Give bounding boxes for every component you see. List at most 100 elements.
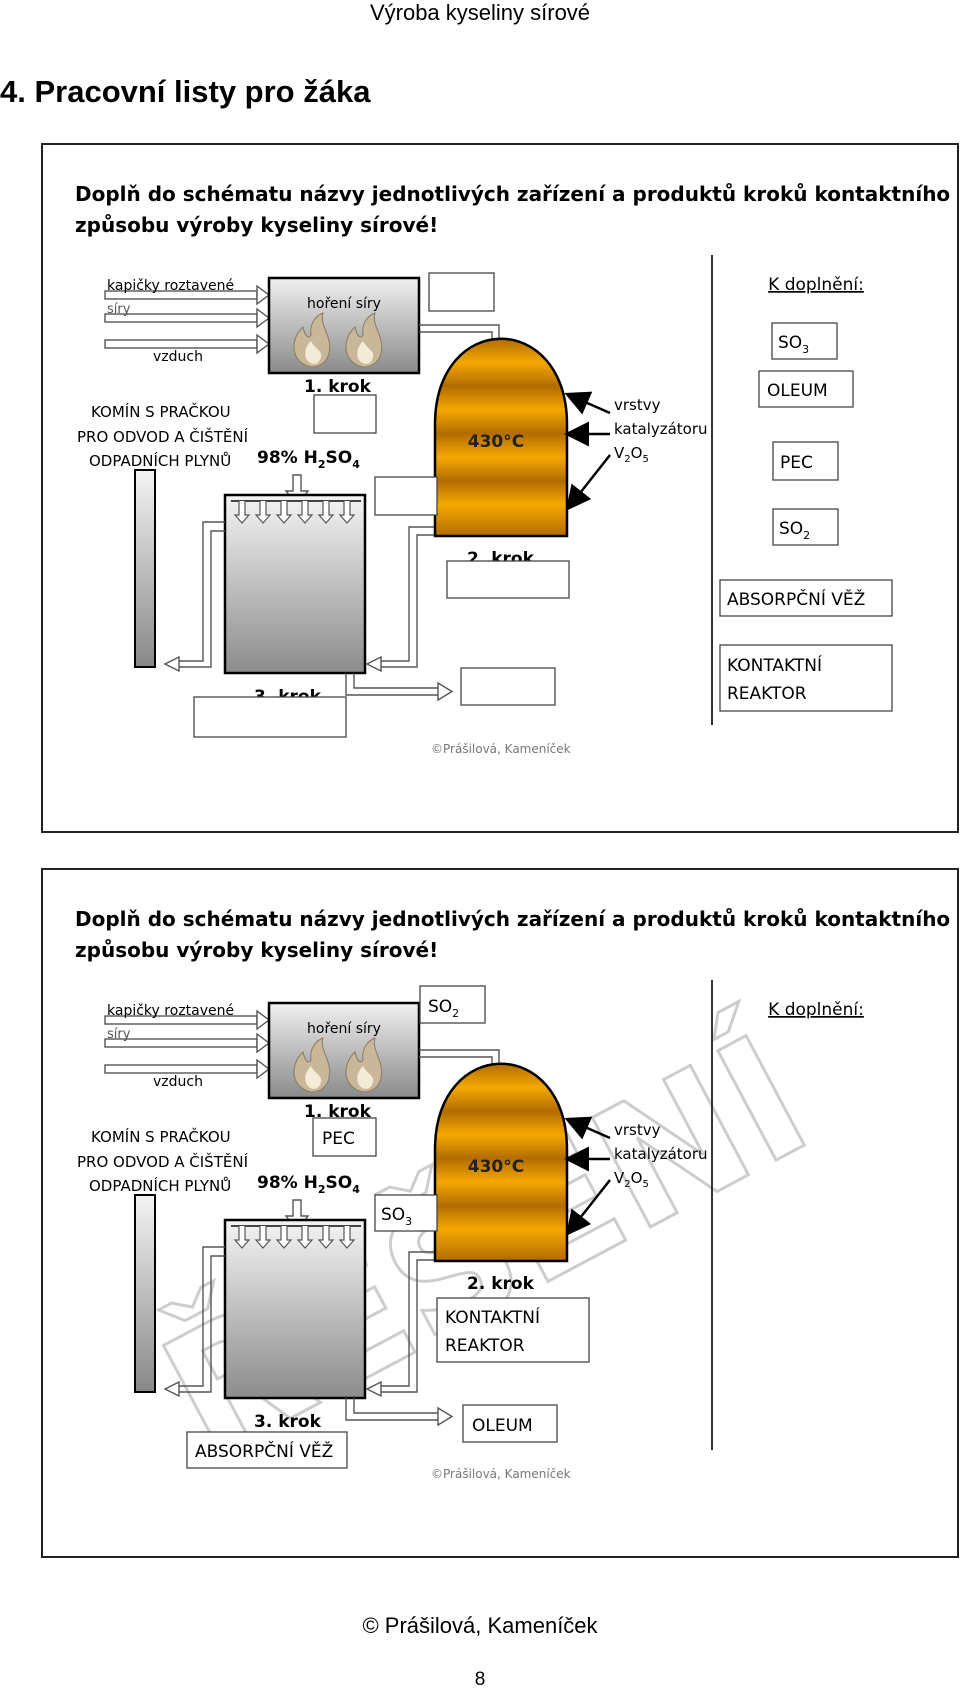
spray-nozzle <box>233 501 251 524</box>
footer-copyright: © Prášilová, Kameníček <box>362 1613 598 1638</box>
spray-nozzle <box>338 1226 356 1249</box>
section-title: 4. Pracovní listy pro žáka <box>0 74 371 109</box>
option-so3 <box>771 322 838 360</box>
worksheet-panel: Doplň do schématu názvy jednotlivých zař… <box>41 143 959 833</box>
instruction-line-1: Doplň do schématu názvy jednotlivých zař… <box>75 907 950 931</box>
answer-box-step2-product[interactable] <box>374 476 438 516</box>
tower-gas-outlet-pipe <box>179 1246 225 1393</box>
flame-icon <box>345 312 383 368</box>
option-absorption-tower-label: ABSORPČNÍ VĚŽ <box>727 588 865 610</box>
answer-box-step3-device[interactable] <box>193 696 347 738</box>
option-contact-reactor-line-2: REAKTOR <box>727 684 807 704</box>
answer-box-step1-device <box>312 1117 377 1157</box>
solution-diagram: Doplň do schématu názvy jednotlivých zař… <box>75 907 950 1500</box>
answer-box-step3-product <box>462 1404 558 1443</box>
oleum-outlet-arrowhead <box>437 681 454 702</box>
reactor-temperature: 430°C <box>468 432 524 452</box>
diagram-copyright: ©Prášilová, Kameníček <box>431 742 571 756</box>
tower-gas-outlet-pipe <box>179 521 225 668</box>
catalyst-label-line-1: vrstvy <box>614 396 661 414</box>
page-number: 8 <box>474 1669 486 1690</box>
oleum-outlet-arrowhead <box>437 1406 454 1427</box>
furnace-label: hoření síry <box>307 296 381 312</box>
solution-panel: Doplň do schématu názvy jednotlivých zař… <box>41 868 959 1558</box>
answer-step1-device: PEC <box>322 1129 355 1149</box>
option-oleum <box>758 370 854 408</box>
catalyst-label-line-1: vrstvy <box>614 1121 661 1139</box>
chimney-inlet-arrowhead <box>163 1380 180 1398</box>
option-contact-reactor <box>719 644 893 712</box>
answer-box-step2-product <box>374 1194 438 1232</box>
worksheet-diagram: Doplň do schématu názvy jednotlivých zař… <box>75 182 950 756</box>
absorption-tower <box>223 493 367 675</box>
sulfur-input-arrow <box>104 1009 271 1031</box>
air-input-arrow <box>104 333 271 355</box>
option-so2 <box>772 508 839 546</box>
catalyst-pointer <box>564 1116 611 1140</box>
catalyst-pointer <box>564 391 611 415</box>
chimney-label-line-1: KOMÍN S PRAČKOU <box>91 1127 231 1146</box>
furnace-label: hoření síry <box>307 1021 381 1037</box>
sulfur-input-arrow-2 <box>104 1032 271 1054</box>
diagram-copyright: ©Prášilová, Kameníček <box>431 1467 571 1481</box>
air-input-label: vzduch <box>153 1074 203 1090</box>
answer-box-step3-device <box>186 1431 348 1469</box>
answer-box-step3-product[interactable] <box>460 667 556 706</box>
catalyst-pointer <box>565 1179 611 1236</box>
air-input-arrow <box>104 1058 271 1080</box>
flame-icon <box>293 312 331 368</box>
fill-in-title: K doplnění: <box>768 275 864 295</box>
spray-nozzle <box>317 1226 335 1249</box>
catalyst-label-line-2: katalyzátoru <box>614 1145 708 1163</box>
answer-box-step2-device[interactable] <box>446 560 570 599</box>
chimney-label-line-1: KOMÍN S PRAČKOU <box>91 402 231 421</box>
chimney-label-line-3: ODPADNÍCH PLYNŮ <box>89 451 231 470</box>
chimney-label-line-2: PRO ODVOD A ČIŠTĚNÍ <box>77 427 248 446</box>
sulfur-input-label: kapičky roztavené <box>107 278 234 294</box>
spray-nozzle <box>338 501 356 524</box>
furnace <box>267 276 421 375</box>
option-pec-label: PEC <box>780 453 813 473</box>
chimney-inlet-arrowhead <box>163 655 180 673</box>
answer-step1-product: SO2 <box>428 997 459 1020</box>
chimney-label-line-2: PRO ODVOD A ČIŠTĚNÍ <box>77 1152 248 1171</box>
step-1-label: 1. krok <box>304 1102 372 1122</box>
instruction-line-1: Doplň do schématu názvy jednotlivých zař… <box>75 182 950 206</box>
spray-nozzle <box>275 1226 293 1249</box>
answer-step3-product: OLEUM <box>472 1416 533 1436</box>
option-contact-reactor-line-1: KONTAKTNÍ <box>727 654 822 676</box>
answer-box-step1-device[interactable] <box>313 394 377 434</box>
absorption-tower <box>223 1218 367 1400</box>
flame-icon <box>345 1037 383 1093</box>
sulfur-input-label: kapičky roztavené <box>107 1003 234 1019</box>
option-pec <box>772 441 839 481</box>
spray-nozzle <box>254 1226 272 1249</box>
sulfur-input-label-2: síry <box>107 302 131 317</box>
spray-nozzle <box>233 1226 251 1249</box>
answer-box-step2-device <box>436 1297 590 1363</box>
reactor-temperature: 430°C <box>468 1157 524 1177</box>
option-so2-label: SO2 <box>779 519 810 542</box>
acid-feed-label: 98% H2SO4 <box>257 1173 360 1196</box>
option-so3-label: SO3 <box>778 333 809 356</box>
answer-step2-device-line-2: REAKTOR <box>445 1336 525 1356</box>
furnace <box>267 1001 421 1100</box>
chimney <box>134 1194 156 1393</box>
answer-step3-device: ABSORPČNÍ VĚŽ <box>195 1440 333 1462</box>
reactor-to-tower-pipe <box>381 1251 435 1393</box>
running-header: Výroba kyseliny sírové <box>369 0 591 25</box>
spray-nozzle <box>296 501 314 524</box>
oleum-outlet-pipe <box>345 1398 438 1421</box>
step-3-label: 3. krok <box>254 1412 322 1432</box>
catalyst-formula: V2O5 <box>614 444 649 465</box>
sulfur-input-arrow <box>104 284 271 306</box>
tower-inlet-arrowhead <box>365 1380 382 1398</box>
catalyst-formula: V2O5 <box>614 1169 649 1190</box>
sulfur-input-label-2: síry <box>107 1027 131 1042</box>
chimney <box>134 469 156 668</box>
answer-box-step1-product[interactable] <box>428 272 495 312</box>
spray-nozzle <box>296 1226 314 1249</box>
tower-inlet-arrowhead <box>365 655 382 673</box>
spray-nozzle <box>254 501 272 524</box>
step-2-label: 2. krok <box>467 1274 535 1294</box>
